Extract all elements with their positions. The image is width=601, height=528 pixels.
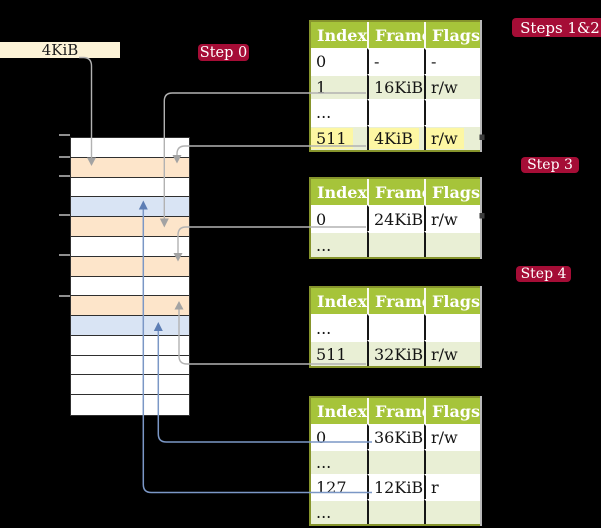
tick-mark [59, 134, 70, 136]
steps12-badge: Steps 1&2 [512, 18, 601, 37]
memory-row [71, 355, 189, 376]
page-table-step3: Index Frame Flags 0 24KiB r/w ... [309, 177, 480, 259]
page-table-final: Index Frame Flags 0 36KiB r/w ... 127 12… [309, 396, 480, 526]
memory-row [71, 316, 189, 336]
table-cell: 1 [311, 73, 367, 99]
page-table-step4: Index Frame Flags ... 511 32KiB r/w [309, 286, 480, 368]
frame-size-box: 4KiB [0, 41, 120, 59]
memory-row [71, 375, 189, 396]
table-cell: 0 [311, 205, 367, 231]
table-cell [424, 499, 480, 524]
table-cell: 0 [311, 424, 367, 449]
memory-row [71, 395, 189, 415]
table-header-index: Index [311, 288, 367, 314]
table-cell: r/w [424, 340, 480, 366]
tick-mark [59, 175, 70, 177]
table-cell: ... [311, 231, 367, 257]
tick-mark [59, 295, 70, 297]
memory-row [71, 138, 189, 158]
memory-row [71, 177, 189, 198]
memory-row [71, 236, 189, 257]
table-cell [424, 231, 480, 257]
table-cell: 24KiB [367, 205, 424, 231]
table-cell [424, 314, 480, 340]
clipped-arrow-stub [479, 134, 485, 140]
table-cell: r [424, 474, 480, 499]
table-cell: - [424, 48, 480, 74]
table-header-frame: Frame [367, 288, 432, 314]
table-header-flags: Flags [424, 179, 480, 205]
table-cell [367, 314, 424, 340]
table-cell-highlighted: 511 [311, 124, 367, 150]
table-cell [424, 449, 480, 474]
table-header-index: Index [311, 398, 367, 424]
table-cell: ... [311, 499, 367, 524]
tick-mark [59, 254, 70, 256]
table-cell [367, 499, 424, 524]
memory-column [70, 137, 190, 416]
table-cell: r/w [424, 73, 480, 99]
table-cell-highlighted: 4KiB [367, 124, 424, 150]
table-cell: 16KiB [367, 73, 424, 99]
table-cell: r/w [424, 205, 480, 231]
table-cell: ... [311, 449, 367, 474]
memory-row [71, 276, 189, 297]
memory-row [71, 296, 189, 317]
table-cell [424, 99, 480, 125]
table-cell [367, 99, 424, 125]
table-header-frame: Frame [367, 179, 432, 205]
table-header-index: Index [311, 179, 367, 205]
memory-row [71, 335, 189, 356]
table-cell: 36KiB [367, 424, 424, 449]
table-cell-highlighted: r/w [424, 124, 480, 150]
table-cell: 511 [311, 340, 367, 366]
table-cell: 32KiB [367, 340, 424, 366]
table-header-frame: Frame [367, 22, 432, 48]
table-header-frame: Frame [367, 398, 432, 424]
highlight: r/w [426, 127, 464, 149]
table-cell: ... [311, 314, 367, 340]
memory-row [71, 157, 189, 178]
table-header-flags: Flags [424, 22, 480, 48]
frame-size-label: 4KiB [41, 41, 79, 59]
highlight: 511 [311, 127, 353, 149]
table-cell: 0 [311, 48, 367, 74]
highlight: 4KiB [369, 127, 420, 149]
memory-row [71, 197, 189, 218]
table-cell: ... [311, 99, 367, 125]
table-header-flags: Flags [424, 288, 480, 314]
step4-badge: Step 4 [516, 266, 571, 282]
table-header-flags: Flags [424, 398, 480, 424]
table-header-index: Index [311, 22, 367, 48]
step0-badge: Step 0 [198, 44, 249, 61]
memory-row [71, 217, 189, 237]
step3-badge: Step 3 [521, 157, 579, 173]
tick-mark [59, 156, 70, 158]
memory-row [71, 256, 189, 277]
table-cell [367, 449, 424, 474]
tick-mark [59, 214, 70, 216]
table-cell [367, 231, 424, 257]
page-table-steps12: Index Frame Flags 0 - - 1 16KiB r/w ... … [309, 20, 480, 152]
table-cell: - [367, 48, 424, 74]
table-cell: 12KiB [367, 474, 424, 499]
table-cell: 127 [311, 474, 367, 499]
clipped-arrow-stub [479, 213, 485, 219]
table-cell: r/w [424, 424, 480, 449]
